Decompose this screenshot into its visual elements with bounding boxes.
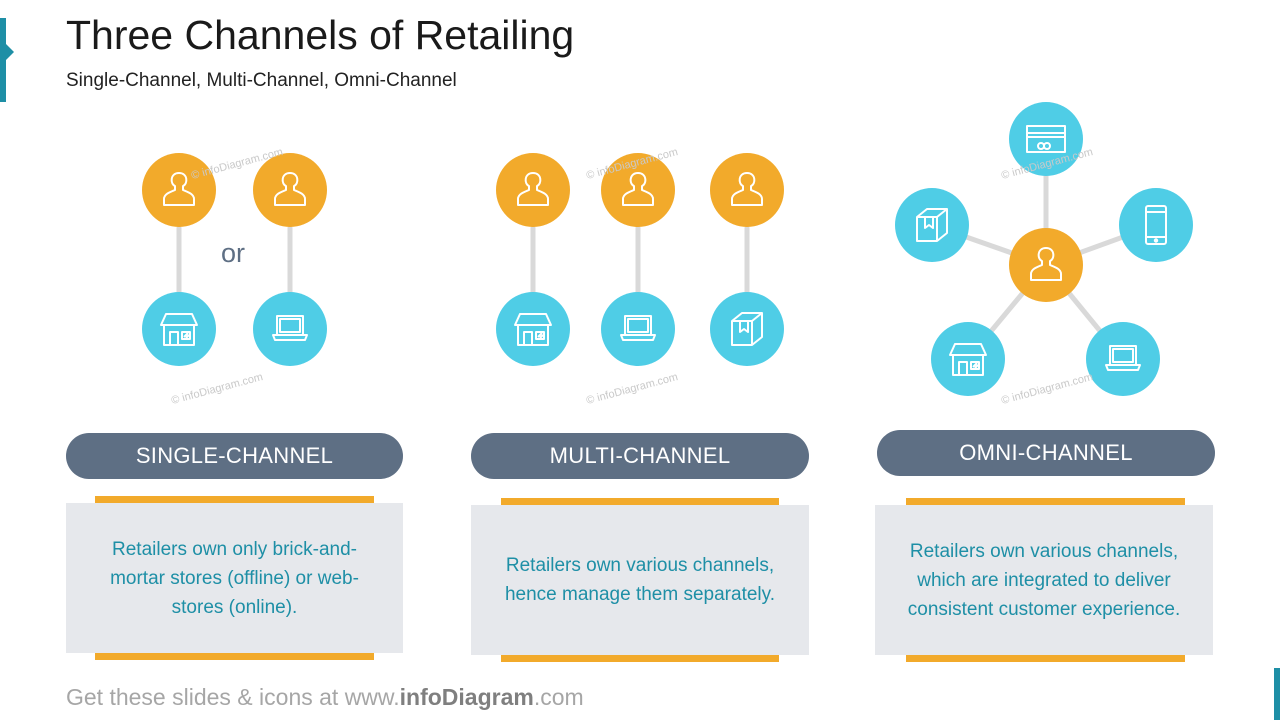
omni-card-bottom-line (906, 655, 1185, 662)
customer-node-multi-1 (496, 153, 570, 227)
channel-node-store-single (142, 292, 216, 366)
multi-card-bottom-line (501, 655, 779, 662)
multi-channel-description: Retailers own various channels, hence ma… (471, 505, 809, 655)
multi-card-top-line (501, 498, 779, 505)
channel-node-store-omni (931, 322, 1005, 396)
channel-node-laptop-multi (601, 292, 675, 366)
slide-title: Three Channels of Retailing (66, 12, 575, 58)
customer-node-single-1 (142, 153, 216, 227)
or-separator: or (221, 238, 246, 268)
footer-promo: Get these slides & icons at www.infoDiag… (66, 684, 584, 711)
omni-channel-label: OMNI-CHANNEL (877, 430, 1215, 476)
slide-subtitle: Single-Channel, Multi-Channel, Omni-Chan… (66, 70, 457, 91)
footer-suffix: .com (533, 684, 584, 710)
omni-card-top-line (906, 498, 1185, 505)
single-channel-label: SINGLE-CHANNEL (66, 433, 403, 479)
multi-channel-label: MULTI-CHANNEL (471, 433, 809, 479)
single-channel-description: Retailers own only brick-and-mortar stor… (66, 503, 403, 653)
customer-node-omni (1009, 228, 1083, 302)
corner-accent-bar (1274, 668, 1280, 720)
channel-node-card-omni (1009, 102, 1083, 176)
footer-prefix: Get these slides & icons at www. (66, 684, 400, 710)
channel-node-store-multi (496, 292, 570, 366)
customer-node-multi-3 (710, 153, 784, 227)
omni-channel-description: Retailers own various channels, which ar… (875, 505, 1213, 655)
customer-node-multi-2 (601, 153, 675, 227)
channel-node-phone-omni (1119, 188, 1193, 262)
channel-node-laptop-omni (1086, 322, 1160, 396)
footer-brand: infoDiagram (399, 684, 534, 710)
channel-node-box-multi (710, 292, 784, 366)
channel-node-box-omni (895, 188, 969, 262)
accent-notch (6, 44, 14, 60)
customer-node-single-2 (253, 153, 327, 227)
accent-bar (0, 18, 6, 102)
single-card-top-line (95, 496, 374, 503)
single-card-bottom-line (95, 653, 374, 660)
channel-node-laptop-single (253, 292, 327, 366)
